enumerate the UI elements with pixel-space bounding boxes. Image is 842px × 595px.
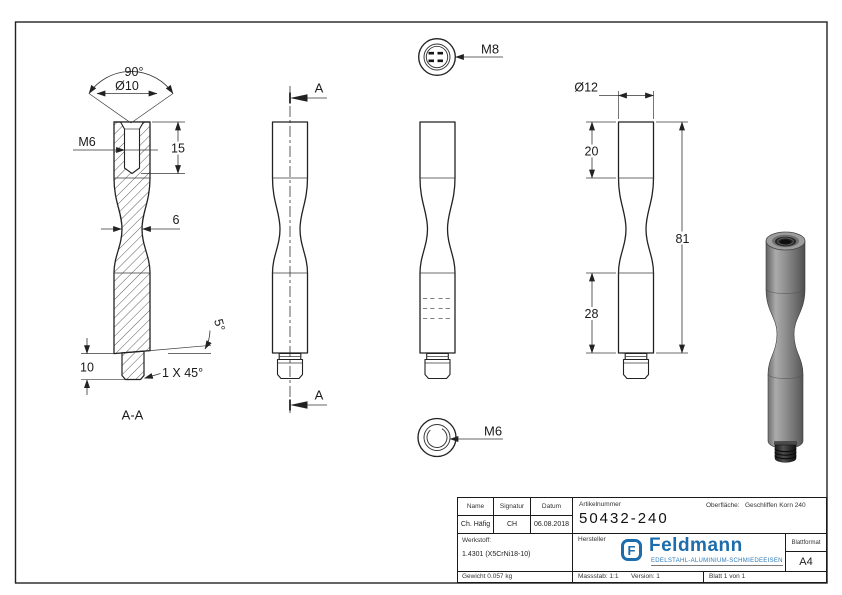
part-3d-render xyxy=(765,231,806,463)
manufacturer-cell: Hersteller F Feldmann EDELSTAHL-ALUMINIU… xyxy=(573,534,786,572)
article-number: 50432-240 xyxy=(579,510,669,527)
feldmann-logo-mark: F xyxy=(621,539,642,561)
logo-underline xyxy=(651,565,783,566)
dim-taper-angle: 5° xyxy=(211,317,228,332)
author-signature: CH xyxy=(494,516,531,534)
dim-countersink-dia: Ø10 xyxy=(115,79,139,93)
article-cell: Artikelnummer 50432-240 Oberfläche: Gesc… xyxy=(573,498,826,534)
tapped-hole xyxy=(120,121,144,174)
surface-value: Geschliffen Korn 240 xyxy=(745,502,806,509)
date-header: Datum xyxy=(531,498,573,516)
dim-thread-m6-bottom: M6 xyxy=(484,424,502,439)
material-value: 1.4301 (X5CrNi18-10) xyxy=(462,551,531,558)
section-arrow-top xyxy=(290,94,308,102)
weight-cell: Gewicht 0.057 kg xyxy=(458,572,573,582)
dim-top-length: 20 xyxy=(585,145,599,159)
front-view xyxy=(419,121,456,380)
dim-diameter: Ø12 xyxy=(574,81,598,95)
author-name: Ch. Häfig xyxy=(458,516,494,534)
dim-thread-m6: M6 xyxy=(78,135,95,149)
section-label-bottom: A xyxy=(315,388,324,403)
title-block: Name Signatur Datum Ch. Häfig CH 06.08.2… xyxy=(457,497,827,583)
stud-section xyxy=(121,350,145,381)
dim-thread-depth: 15 xyxy=(171,142,185,156)
sheet-border xyxy=(14,21,828,584)
feldmann-logo-tagline: EDELSTAHL-ALUMINIUM-SCHMIEDEEISEN xyxy=(651,557,783,564)
format-cell: Blattformat A4 xyxy=(786,534,826,572)
dim-waist: 6 xyxy=(173,213,180,227)
dim-bottom-length: 28 xyxy=(585,307,599,321)
dimensioned-view: Ø12 20 28 81 xyxy=(574,81,692,380)
section-label-top: A xyxy=(315,81,324,96)
dim-stud-length: 10 xyxy=(80,361,94,375)
dim-thread-m8: M8 xyxy=(481,42,499,57)
format-label: Blattformat xyxy=(786,534,826,552)
surface-label: Oberfläche: xyxy=(706,502,740,509)
top-view-m8: M8 xyxy=(418,38,503,76)
format-value: A4 xyxy=(799,555,813,568)
scale-cell: Massstab: 1:1 Version: 1 xyxy=(573,572,704,582)
bottom-view-m6: M6 xyxy=(417,417,503,458)
section-view-label: A-A xyxy=(122,408,144,423)
dim-total-length: 81 xyxy=(676,232,690,246)
name-header: Name xyxy=(458,498,494,516)
dim-chamfer: 1 X 45° xyxy=(162,366,203,380)
dim-countersink-angle: 90° xyxy=(125,65,144,79)
section-view-a-a: 90° Ø10 M6 15 6 5° 10 1 X 45° A-A xyxy=(73,65,228,423)
signature-header: Signatur xyxy=(494,498,531,516)
scale-value: Massstab: 1:1 xyxy=(578,573,619,580)
article-label: Artikelnummer xyxy=(579,501,621,508)
sheet-number-cell: Blatt 1 von 1 xyxy=(709,573,746,580)
material-cell: Werkstoff: 1.4301 (X5CrNi18-10) xyxy=(458,534,573,572)
version-value: Version: 1 xyxy=(631,573,660,580)
manufacturer-label: Hersteller xyxy=(578,536,606,543)
render-threaded-stud xyxy=(774,444,797,463)
material-label: Werkstoff: xyxy=(462,537,492,544)
section-arrow-bottom xyxy=(290,401,308,409)
side-view-with-section-line: A A xyxy=(271,81,327,413)
feldmann-logo-name: Feldmann xyxy=(649,535,743,556)
creation-date: 06.08.2018 xyxy=(531,516,573,534)
